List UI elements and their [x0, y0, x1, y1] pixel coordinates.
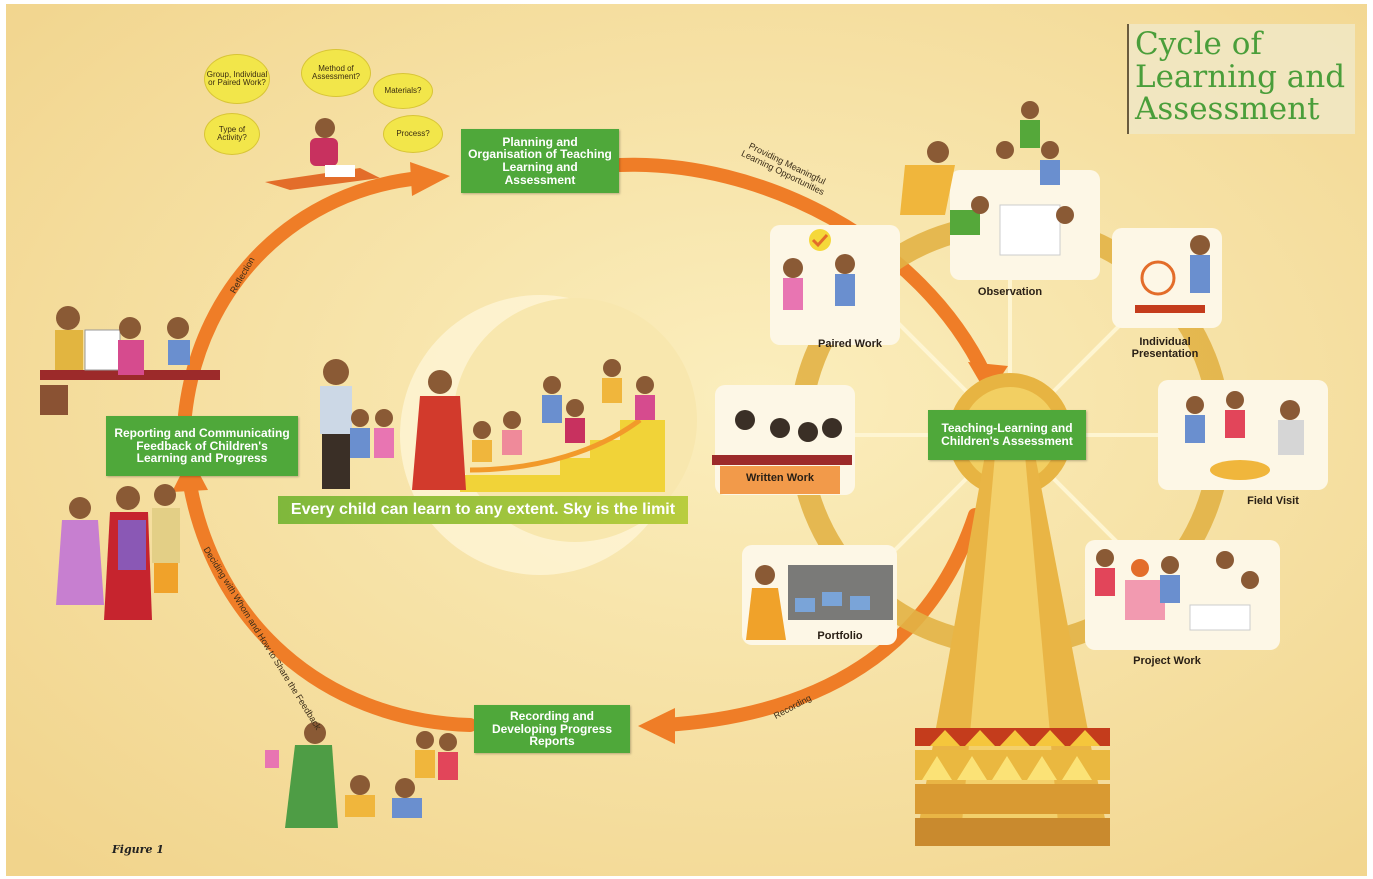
- observation-figures: [900, 101, 1074, 256]
- planning-teacher-figure: [265, 118, 380, 190]
- diagram-title: Cycle of Learning and Assessment: [1127, 24, 1355, 134]
- title-line-1: Cycle of: [1135, 26, 1262, 62]
- portfolio-figures: [746, 565, 893, 640]
- activity-portfolio: Portfolio: [817, 630, 863, 642]
- arrow-recording-to-reporting: [183, 478, 477, 732]
- individual-presentation-figures: [1135, 235, 1210, 313]
- paired-work-figures: [783, 229, 855, 310]
- wheel-tower: [915, 455, 1110, 846]
- title-line-3: Assessment: [1135, 91, 1320, 128]
- bubble-process: Process?: [384, 116, 442, 152]
- bubble-method: Method of Assessment?: [302, 50, 370, 96]
- central-learners-figure: [320, 359, 665, 492]
- activity-individual-presentation: Individual Presentation: [1131, 336, 1199, 361]
- title-line-2: Learning and: [1135, 58, 1346, 95]
- activity-field-visit: Field Visit: [1247, 495, 1299, 507]
- arrow-teaching-to-recording: [658, 508, 982, 732]
- activity-written-work: Written Work: [745, 472, 815, 484]
- bubble-group-work: Group, Individual or Paired Work?: [205, 55, 269, 103]
- recording-box: Recording and Developing Progress Report…: [474, 705, 630, 753]
- arrow-reporting-to-planning: [178, 171, 427, 422]
- recording-teacher-figure: [265, 722, 458, 828]
- teaching-assessment-box: Teaching-Learning and Children's Assessm…: [928, 410, 1086, 460]
- field-visit-figures: [1185, 391, 1304, 480]
- written-work-figures: [712, 410, 852, 494]
- waiting-parents-figure: [56, 484, 180, 620]
- central-banner: Every child can learn to any extent. Sky…: [278, 496, 688, 524]
- arrow-planning-to-teaching: [613, 157, 992, 382]
- reporting-box: Reporting and Communicating Feedback of …: [106, 416, 298, 476]
- cycle-arrows: [172, 157, 1008, 744]
- project-work-figures: [1095, 549, 1259, 631]
- bubble-type-of-activity: Type of Activity?: [205, 114, 259, 154]
- activity-project-work: Project Work: [1133, 655, 1201, 667]
- figure-caption: Figure 1: [112, 843, 164, 856]
- arrow-head-recording: [638, 708, 675, 744]
- reporting-parents-figure: [40, 306, 220, 415]
- planning-box: Planning and Organisation of Teaching Le…: [461, 129, 619, 193]
- bubble-materials: Materials?: [374, 74, 432, 108]
- people-illustrations: [40, 101, 1304, 828]
- activity-paired-work: Paired Work: [818, 338, 882, 350]
- arrow-head-planning: [410, 162, 450, 196]
- activity-observation: Observation: [977, 286, 1043, 298]
